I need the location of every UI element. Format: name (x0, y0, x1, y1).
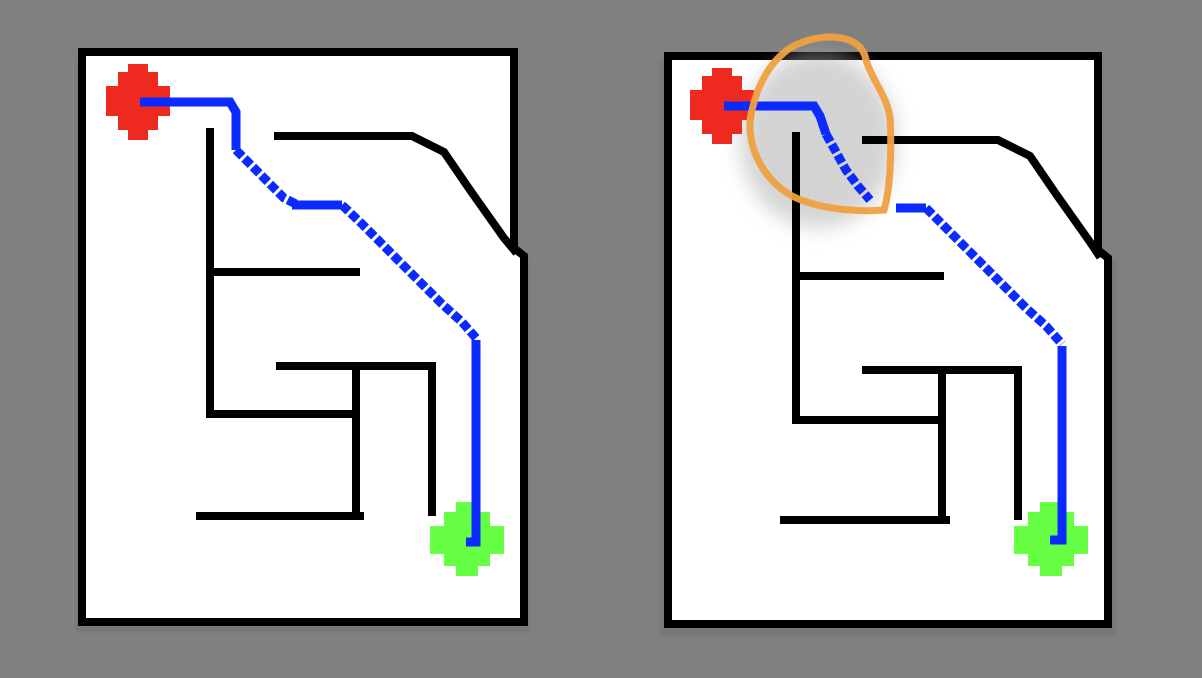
left-path-segment (140, 97, 241, 150)
left-wall-inner-hook (276, 362, 436, 516)
right-maze-panel (660, 33, 1116, 636)
right-path-top (724, 101, 831, 136)
left-goal-marker-icon (430, 502, 504, 576)
left-wall-top-right (274, 132, 520, 256)
right-wall-top-right (862, 136, 1104, 260)
left-path-staircase-1 (232, 146, 299, 209)
right-wall-inner-hook (862, 366, 1022, 520)
left-path-down (466, 340, 481, 547)
right-path (724, 101, 1067, 545)
right-path-down (1050, 346, 1067, 545)
left-maze-background (78, 48, 528, 626)
left-path (140, 97, 481, 547)
right-path-diagonal-shortcut (822, 131, 874, 203)
left-maze-panel (76, 48, 530, 632)
left-maze-walls (196, 128, 520, 520)
right-maze-walls (780, 132, 1104, 524)
left-path-staircase-2 (338, 201, 480, 341)
right-path-staircase (922, 204, 1066, 347)
right-highlight-circle (746, 33, 895, 215)
